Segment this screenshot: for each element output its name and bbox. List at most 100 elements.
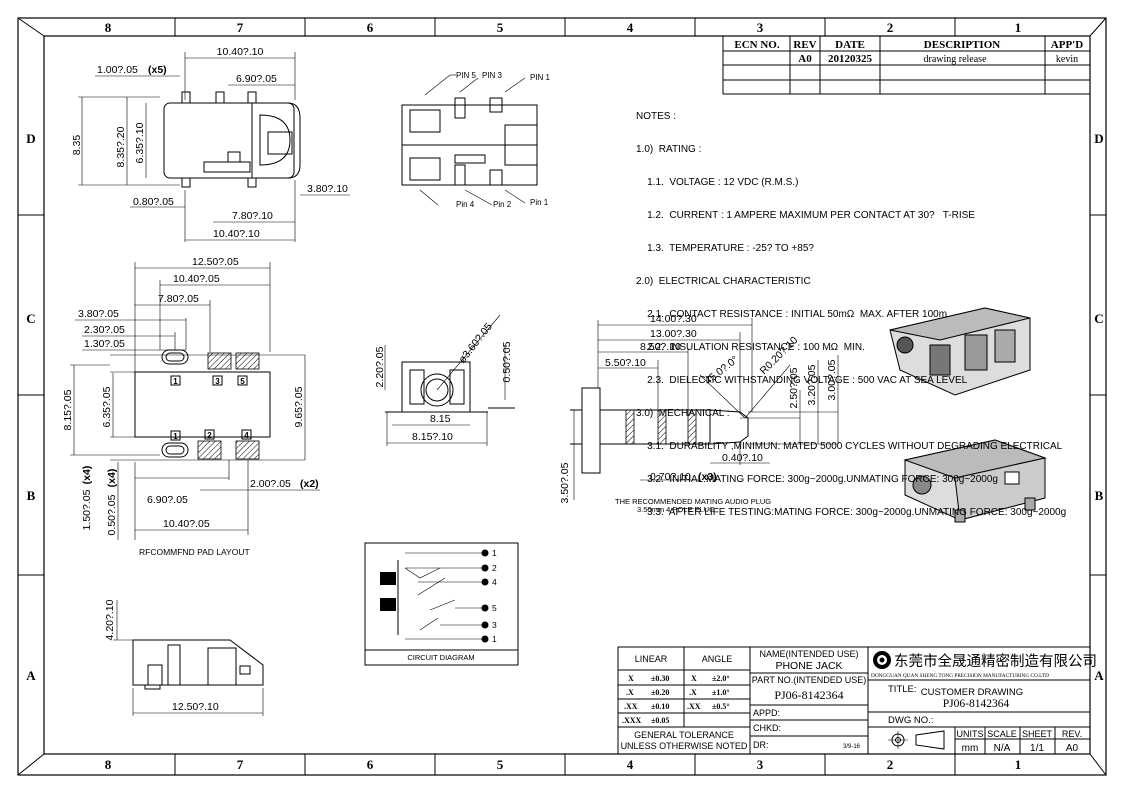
rev-date: 20120325 xyxy=(828,53,873,65)
general-tolerance: GENERAL TOLERANCE xyxy=(634,730,734,740)
dim-6-35: 6.35?.10 xyxy=(134,122,146,163)
tol-linear-value: ±0.10 xyxy=(651,702,669,711)
col-label: 1 xyxy=(1015,20,1022,35)
col-label: 7 xyxy=(237,757,244,772)
dim-side-12-50: 12.50?.10 xyxy=(172,701,219,713)
row-label: B xyxy=(1095,488,1104,503)
circuit-title: CIRCUIT DIAGRAM xyxy=(407,653,474,662)
dr-date: 3/9-16 xyxy=(843,744,861,750)
tol-linear-label: .X xyxy=(626,688,634,697)
projection-symbol xyxy=(888,730,945,750)
dim-plug-0-70-mult: (x3) xyxy=(698,471,717,483)
rev-header: APP'D xyxy=(1051,39,1083,51)
outer-frame xyxy=(17,17,1107,776)
row-label: A xyxy=(26,668,36,683)
col-label: 3 xyxy=(757,20,764,35)
dim-front-diameter: ø3.60?.05 xyxy=(456,321,495,366)
plug-caption-1: THE RECOMMENDED MATING AUDIO PLUG xyxy=(615,497,771,506)
col-label: 4 xyxy=(627,757,634,772)
appd-label: APPD: xyxy=(753,708,780,718)
name-value: PHONE JACK xyxy=(775,660,842,672)
note-line: 3.2. INITIAL:MATING FORCE: 300g~2000g.UN… xyxy=(636,474,998,485)
pin-label: Pin 4 xyxy=(456,200,475,209)
pin-label: PIN 1 xyxy=(530,73,551,82)
row-label: D xyxy=(26,131,35,146)
pad-number: 4 xyxy=(244,431,249,440)
row-label: B xyxy=(27,488,36,503)
dim-side-4-20: 4.20?.10 xyxy=(104,599,116,640)
dwg-label: DWG NO.: xyxy=(888,715,933,726)
note-line: 1.3. TEMPERATURE : -25? TO +85? xyxy=(636,243,814,254)
tol-linear-value: ±0.05 xyxy=(651,716,669,725)
pin-label: PIN 5 xyxy=(456,71,477,80)
chkd-label: CHKD: xyxy=(753,723,781,733)
pad-number: 1 xyxy=(173,377,178,386)
row-label: A xyxy=(1094,668,1104,683)
pin-label: Pin 1 xyxy=(530,198,549,207)
angle-header: ANGLE xyxy=(702,654,733,664)
revision-table: ECN NO. REV DATE DESCRIPTION APP'D A0 20… xyxy=(722,35,1091,95)
rev-header: ECN NO. xyxy=(734,39,779,51)
note-line: 1.2. CURRENT : 1 AMPERE MAXIMUM PER CONT… xyxy=(636,210,975,221)
row-label: D xyxy=(1094,131,1103,146)
top-view: 10.40?.10 1.00?.05 (x5) 6.90?.05 8.35 8.… xyxy=(71,46,350,242)
circuit-pin: 5 xyxy=(492,603,497,613)
name-label: NAME(INTENDED USE) xyxy=(759,649,858,659)
col-label: 3 xyxy=(757,757,764,772)
title-value: CUSTOMER DRAWING xyxy=(921,687,1023,698)
tol-linear-value: ±0.30 xyxy=(651,674,669,683)
col-label: 6 xyxy=(367,20,374,35)
dim-pad-2-00: 2.00?.05 xyxy=(250,478,291,490)
dim-3-80: 3.80?.10 xyxy=(307,183,348,195)
tol-linear-label: X xyxy=(628,674,634,683)
pad-number: 2 xyxy=(207,431,212,440)
circuit-diagram: 1 2 4 5 3 1 CIRCUIT DIAGRAM xyxy=(364,542,519,666)
dim-pad-0-50-mult: (x4) xyxy=(106,469,118,488)
dim-pad-1-30: 1.30?.05 xyxy=(84,338,125,350)
circuit-pin: 3 xyxy=(492,620,497,630)
scale-label: SCALE xyxy=(987,729,1017,739)
col-label: 2 xyxy=(887,757,894,772)
pad-number: 5 xyxy=(240,377,245,386)
dim-pad-10-40: 10.40?.05 xyxy=(173,273,220,285)
dr-label: DR: xyxy=(753,740,769,750)
col-label: 5 xyxy=(497,20,504,35)
isometric-view-bottom xyxy=(903,439,1047,523)
tol-linear-label: .XX xyxy=(624,702,638,711)
pin-label: Pin 2 xyxy=(493,200,512,209)
title-block: LINEAR ANGLE X ±0.30 X ±2.0° .X ±0.20 .X… xyxy=(617,646,1097,755)
dim-pad-7-80: 7.80?.05 xyxy=(158,293,199,305)
pad-number: 3 xyxy=(215,377,220,386)
dim-pad-3-80: 3.80?.05 xyxy=(78,308,119,320)
dim-plug-3-50: 3.50?.05 xyxy=(559,462,571,503)
dim-7-80: 7.80?.10 xyxy=(232,210,273,222)
tol-angle-label: .X xyxy=(689,688,697,697)
note-line: 3.3. AFTER LIFE TESTING:MATING FORCE: 30… xyxy=(636,507,1067,518)
note-line: NOTES : xyxy=(636,111,677,122)
dim-pad-6-35: 6.35?.05 xyxy=(101,386,113,427)
dim-front-8-15-tol: 8.15?.10 xyxy=(412,431,453,443)
sheet-value: 1/1 xyxy=(1030,743,1044,754)
pin-view: PIN 5 PIN 3 PIN 1 Pin 4 Pin 2 Pin 1 xyxy=(401,71,551,209)
part-label: PART NO.(INTENDED USE) xyxy=(752,675,867,685)
company-name-en: DONGGUAN QUAN SHENG TONG PRECISION MANUF… xyxy=(871,673,1049,679)
dim-pad-2-30: 2.30?.05 xyxy=(84,324,125,336)
dim-front-0-50: 0.50?.05 xyxy=(501,341,513,382)
pad-number: 1 xyxy=(173,432,178,441)
row-label: C xyxy=(26,311,35,326)
dim-plug-3-00: 3.00?.05 xyxy=(826,359,838,400)
note-line: 1.1. VOLTAGE : 12 VDC (R.M.S.) xyxy=(636,177,799,188)
isometric-view-top xyxy=(889,307,1031,396)
note-line: 2.1. CONTACT RESISTANCE : INITIAL 50mΩ M… xyxy=(636,309,948,320)
note-line: 2.2. INSULATION RESISTANCE : 100 MΩ MIN. xyxy=(636,342,865,353)
dim-8-35-tol: 8.35?.20 xyxy=(115,126,127,167)
part-value: PJ06-8142364 xyxy=(774,688,843,702)
note-line: 1.0) RATING : xyxy=(636,144,702,155)
circuit-pin: 1 xyxy=(492,548,497,558)
col-label: 8 xyxy=(105,757,112,772)
pad-layout: 1 3 5 1 2 4 12.50? xyxy=(62,256,320,557)
linear-header: LINEAR xyxy=(635,654,668,664)
dim-8-35: 8.35 xyxy=(71,135,83,156)
dim-10-40-bottom: 10.40?.10 xyxy=(213,228,260,240)
rev-header: DESCRIPTION xyxy=(924,39,1000,51)
